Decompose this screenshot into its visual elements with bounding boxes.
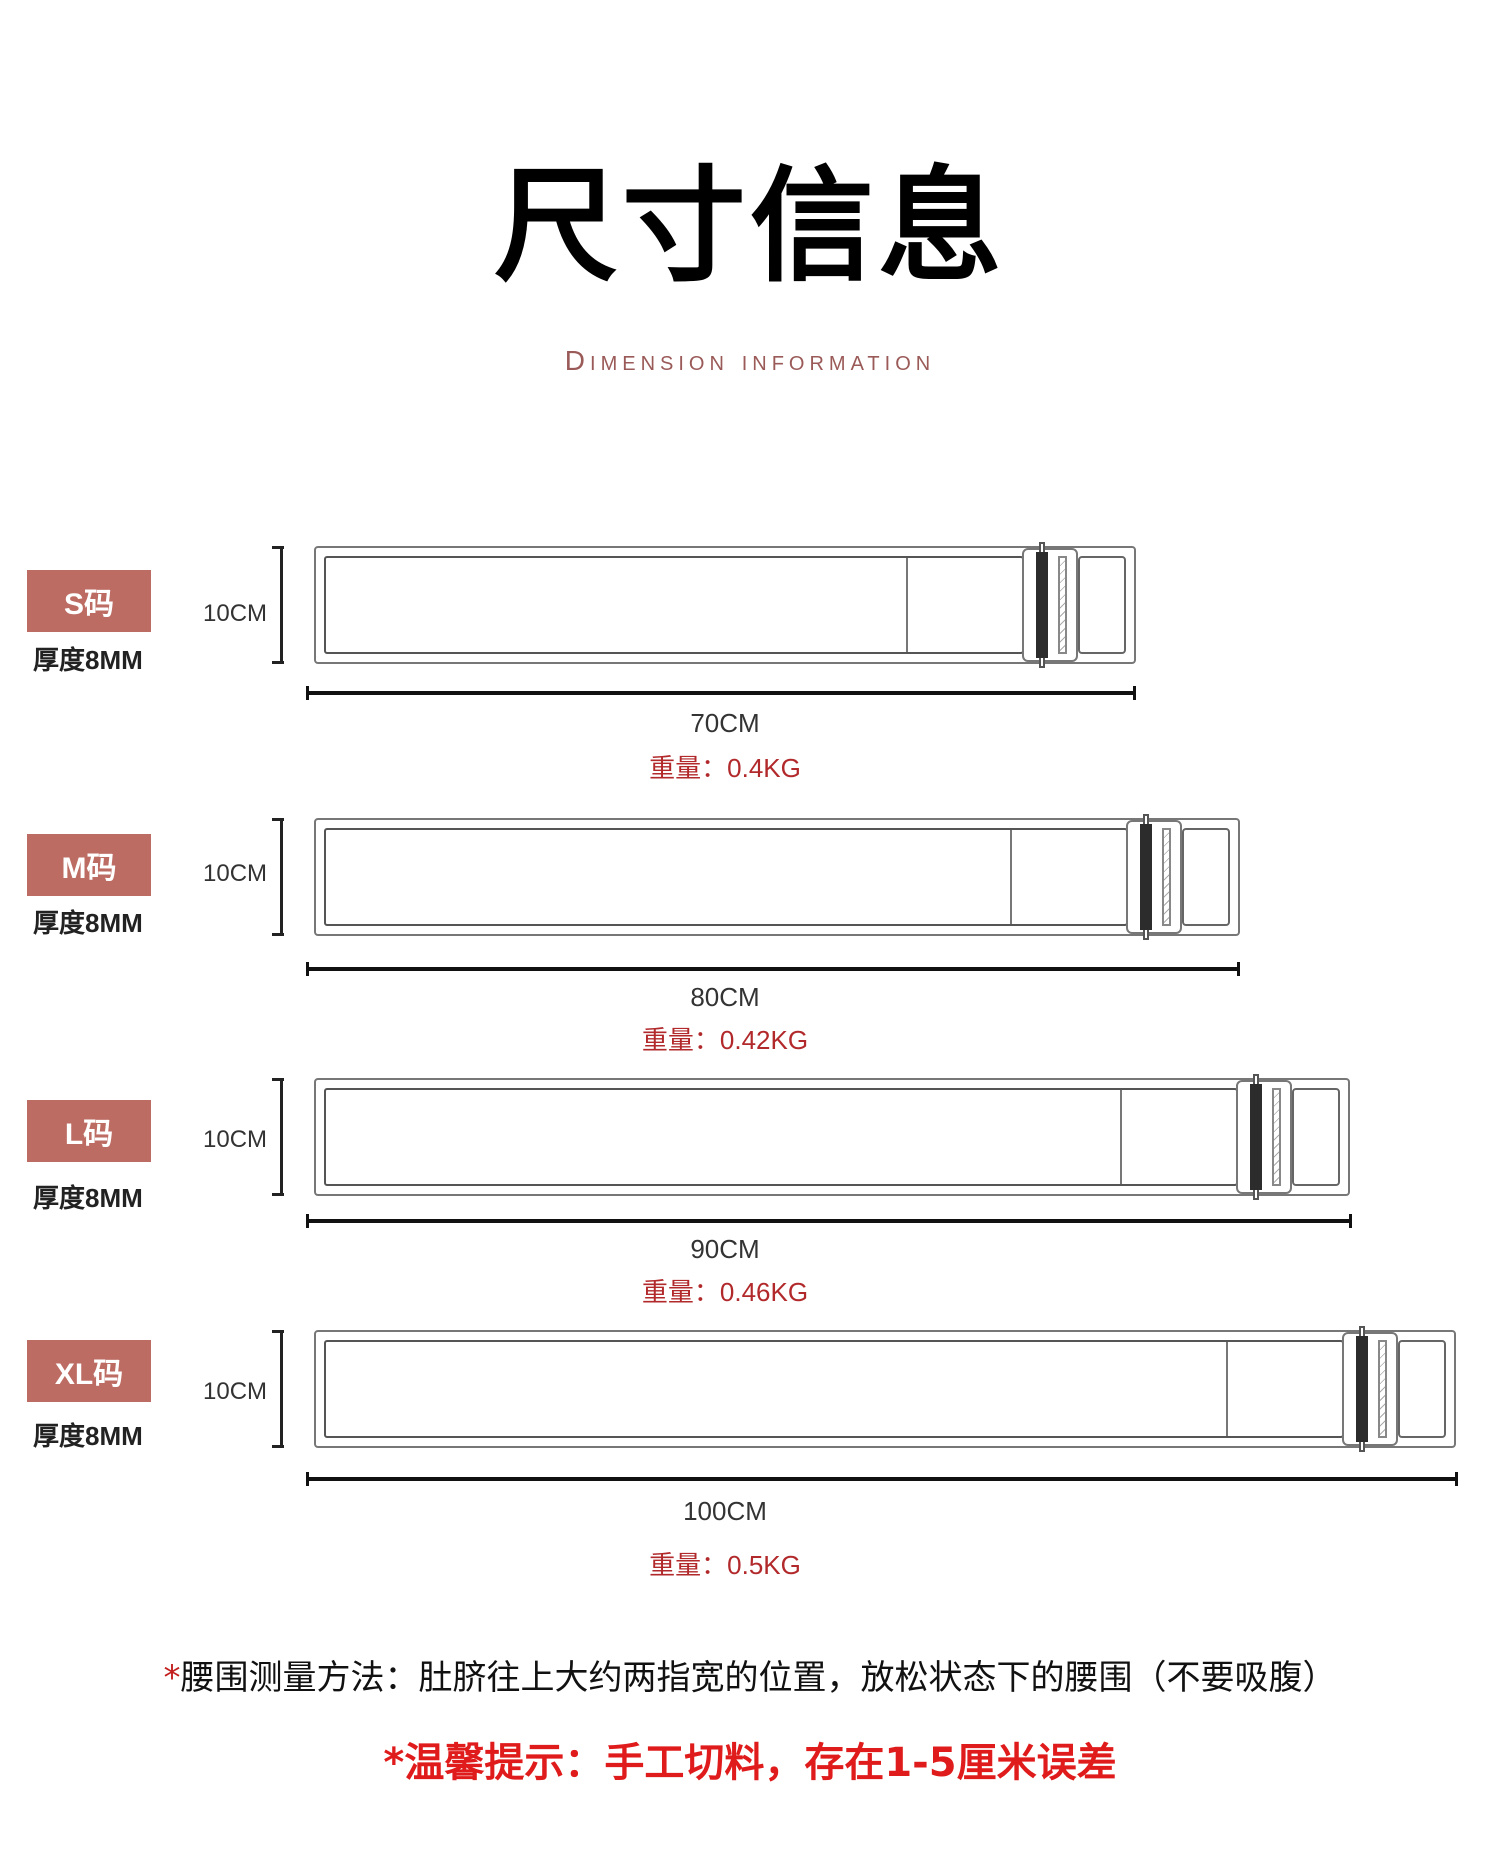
weight-label: 重量：0.42KG	[641, 1025, 809, 1055]
belt-strap	[324, 1088, 1238, 1186]
length-label: 90CM	[690, 1234, 760, 1264]
belt-strap	[324, 1340, 1344, 1438]
belt-tip	[1078, 556, 1126, 654]
thickness-label: 厚度8MM	[33, 1183, 143, 1213]
length-label: 80CM	[690, 982, 760, 1012]
thickness-label: 厚度8MM	[33, 645, 143, 675]
size-badge: S码	[27, 570, 151, 632]
length-line	[306, 1472, 1458, 1486]
belt-divider	[1120, 1090, 1122, 1184]
belt-divider	[1010, 830, 1012, 924]
length-line	[306, 686, 1136, 700]
belt-strap	[324, 556, 1024, 654]
buckle-icon	[1342, 1326, 1398, 1452]
belt-drawing	[314, 814, 1240, 940]
size-badge: L码	[27, 1100, 151, 1162]
belt-drawing	[314, 1074, 1350, 1200]
length-label: 100CM	[683, 1496, 767, 1526]
height-label: 10CM	[203, 1126, 268, 1153]
thickness-label: 厚度8MM	[33, 908, 143, 938]
length-line	[306, 1214, 1352, 1228]
measure-note-text: 腰围测量方法：肚脐往上大约两指宽的位置，放松状态下的腰围（不要吸腹）	[180, 1658, 1337, 1698]
measure-note: *腰围测量方法：肚脐往上大约两指宽的位置，放松状态下的腰围（不要吸腹）	[0, 1650, 1500, 1699]
height-bracket	[272, 1078, 284, 1196]
thickness-label: 厚度8MM	[33, 1421, 143, 1451]
height-bracket	[272, 546, 284, 664]
page-title: 尺寸信息	[493, 155, 1006, 299]
belt-drawing	[314, 1326, 1456, 1452]
belt-drawing	[314, 542, 1136, 668]
belt-tip	[1398, 1340, 1446, 1438]
page-subtitle: Dimension information	[564, 345, 936, 376]
height-bracket	[272, 818, 284, 936]
buckle-icon	[1126, 814, 1182, 940]
size-badge: M码	[27, 834, 151, 896]
weight-label: 重量：0.4KG	[649, 753, 801, 783]
belt-divider	[906, 558, 908, 652]
height-label: 10CM	[203, 1378, 268, 1405]
length-line	[306, 962, 1240, 976]
weight-label: 重量：0.5KG	[649, 1550, 801, 1580]
height-bracket	[272, 1330, 284, 1448]
height-label: 10CM	[203, 600, 268, 627]
belt-divider	[1226, 1342, 1228, 1436]
height-label: 10CM	[203, 860, 268, 887]
asterisk-icon: *	[163, 1658, 181, 1698]
belt-tip	[1182, 828, 1230, 926]
belt-strap	[324, 828, 1128, 926]
belt-tip	[1292, 1088, 1340, 1186]
buckle-icon	[1022, 542, 1078, 668]
length-label: 70CM	[690, 708, 760, 738]
buckle-icon	[1236, 1074, 1292, 1200]
size-badge: XL码	[27, 1340, 151, 1402]
weight-label: 重量：0.46KG	[641, 1277, 809, 1307]
tip-note: *温馨提示：手工切料，存在1-5厘米误差	[383, 1740, 1117, 1786]
